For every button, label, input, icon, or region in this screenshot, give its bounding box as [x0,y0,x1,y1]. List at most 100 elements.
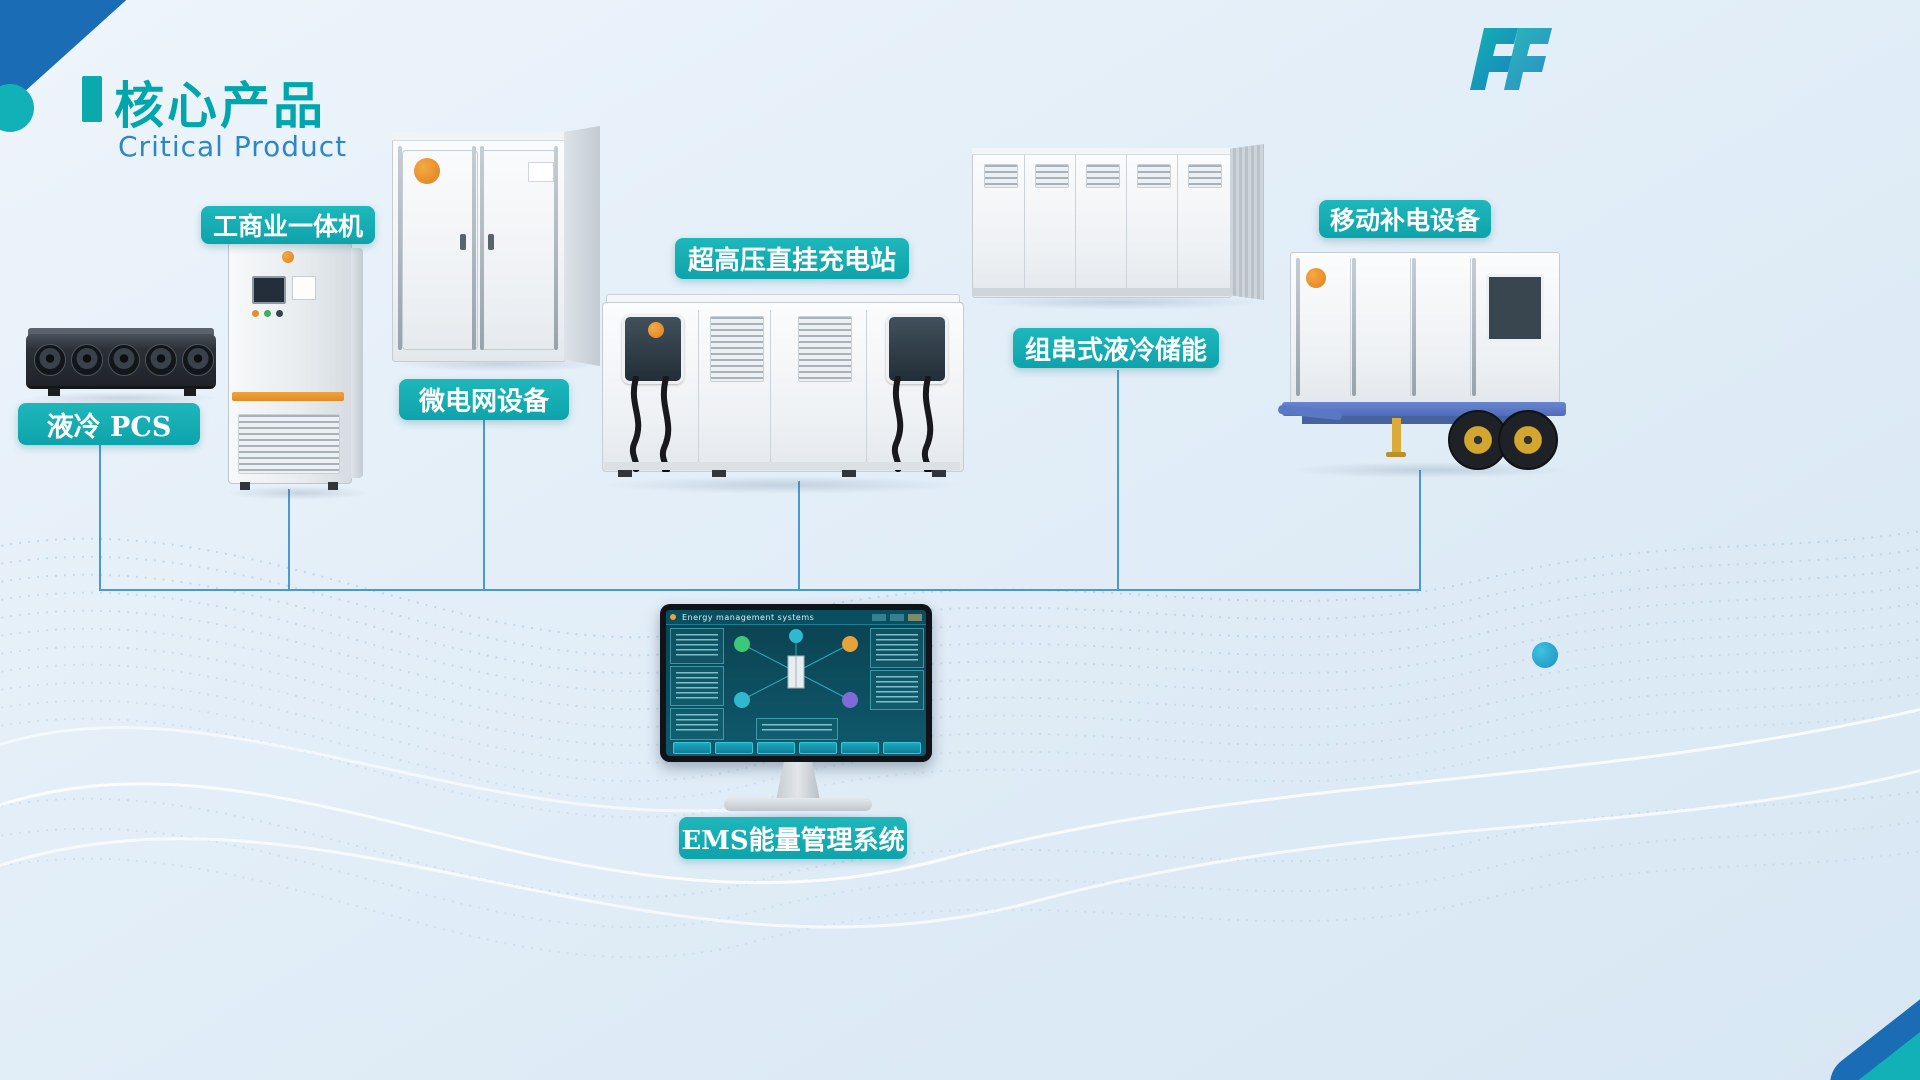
connector-pcs [99,441,101,590]
ems-panel-left [670,708,724,740]
cabinet-side [351,248,363,478]
mobile-landing-leg [1392,418,1401,454]
ems-button [883,742,921,754]
storage-roof [972,148,1230,155]
charging-foot [842,470,856,477]
ems-screen-titlebar [666,610,926,625]
ems-button [799,742,837,754]
connector-microgrid [483,420,485,590]
shadow-storage [972,294,1266,310]
microgrid-door-left [402,150,478,350]
connector-charging [798,481,800,590]
cabinet-led-green [264,310,271,317]
mobile-hinge [1412,258,1416,396]
ems-logo-dot [670,614,676,620]
cabinet-led-dark [276,310,283,317]
pcs-fan-icon [34,344,66,376]
right-edge-dot [1532,642,1558,668]
pcs-fan-icon [145,344,177,376]
ems-status-chip [890,614,904,621]
storage-seam [1126,154,1127,290]
charging-louver [798,316,852,382]
charging-foot [712,470,726,477]
ems-status-chip [908,614,922,621]
storage-door-vent [1035,164,1069,188]
ems-center-box [756,718,838,740]
storage-door-vent [1188,164,1222,188]
pcs-fan-icon [182,344,214,376]
product-label-ems: EMS能量管理系统 [679,817,907,859]
charging-cables-left-icon [629,376,672,472]
ems-button [757,742,795,754]
illustration-string-storage [972,144,1264,302]
charging-window-right [886,314,948,384]
mobile-hinge [1472,258,1476,396]
connector-mobile [1419,470,1421,590]
cabinet-foot [240,482,250,490]
mobile-hinge [1352,258,1356,396]
ems-button [841,742,879,754]
cabinet-grille [238,414,340,474]
cabinet-brand-icon [282,251,294,263]
ems-button [673,742,711,754]
ems-panel-right [870,628,924,668]
ems-button [715,742,753,754]
product-label-microgrid: 微电网设备 [399,379,569,420]
pcs-fan-icon [71,344,103,376]
illustration-cabinet [228,242,364,492]
illustration-microgrid [392,126,602,366]
microgrid-hinge [554,146,558,350]
monitor-stand-base [724,798,872,811]
charging-seam [866,310,867,462]
charging-brand-icon [648,322,664,338]
mobile-seam [1470,258,1471,396]
connector-cabinet [288,489,290,590]
mobile-chassis [1282,402,1566,416]
microgrid-hinge [472,146,476,350]
mobile-seam [1410,258,1411,396]
cabinet-foot [328,482,338,490]
illustration-charging-station [602,294,964,484]
microgrid-handle [488,234,494,250]
monitor-screen: Energy management systems [666,610,926,756]
cabinet-led-orange [252,310,259,317]
mobile-seam [1350,258,1351,396]
charging-louver [710,316,764,382]
product-label-string-storage: 组串式液冷储能 [1013,328,1219,368]
charging-cables-right-icon [891,376,934,472]
pcs-top-plate [28,328,214,338]
pcs-foot [184,388,196,396]
product-label-liquid-pcs: 液冷 PCS [18,403,200,445]
microgrid-handle [460,234,466,250]
mobile-landing-foot [1386,452,1406,457]
product-label-charging-station: 超高压直挂充电站 [675,238,909,279]
storage-seam [1177,154,1178,290]
microgrid-label-patch [528,162,554,182]
storage-seam [1075,154,1076,290]
illustration-ems-monitor: Energy management systems [660,604,936,844]
charging-foot [932,470,946,477]
charging-seam [770,310,771,462]
microgrid-side [564,126,600,366]
product-label-mobile-power: 移动补电设备 [1319,200,1491,238]
storage-seam [1024,154,1025,290]
storage-bottom-rail [972,288,1230,296]
connector-horizontal [99,589,1421,591]
mobile-brand-icon [1306,268,1326,288]
mobile-chassis-lower [1302,416,1542,424]
mobile-wheel-icon [1498,410,1558,470]
ems-status-chip [872,614,886,621]
product-label-all-in-one: 工商业一体机 [201,206,375,244]
monitor-stand-neck [776,762,820,800]
mobile-opening [1486,274,1544,342]
shadow-pcs [28,392,218,404]
storage-door-vent [984,164,1018,188]
illustration-mobile-power [1277,246,1572,476]
shadow-mobile [1290,462,1570,478]
microgrid-brand-icon [414,158,440,184]
page-title: 核心产品 [114,77,326,135]
page-subtitle: Critical Product [118,130,348,163]
microgrid-hinge [480,146,484,350]
ems-topology-diagram [734,629,858,708]
